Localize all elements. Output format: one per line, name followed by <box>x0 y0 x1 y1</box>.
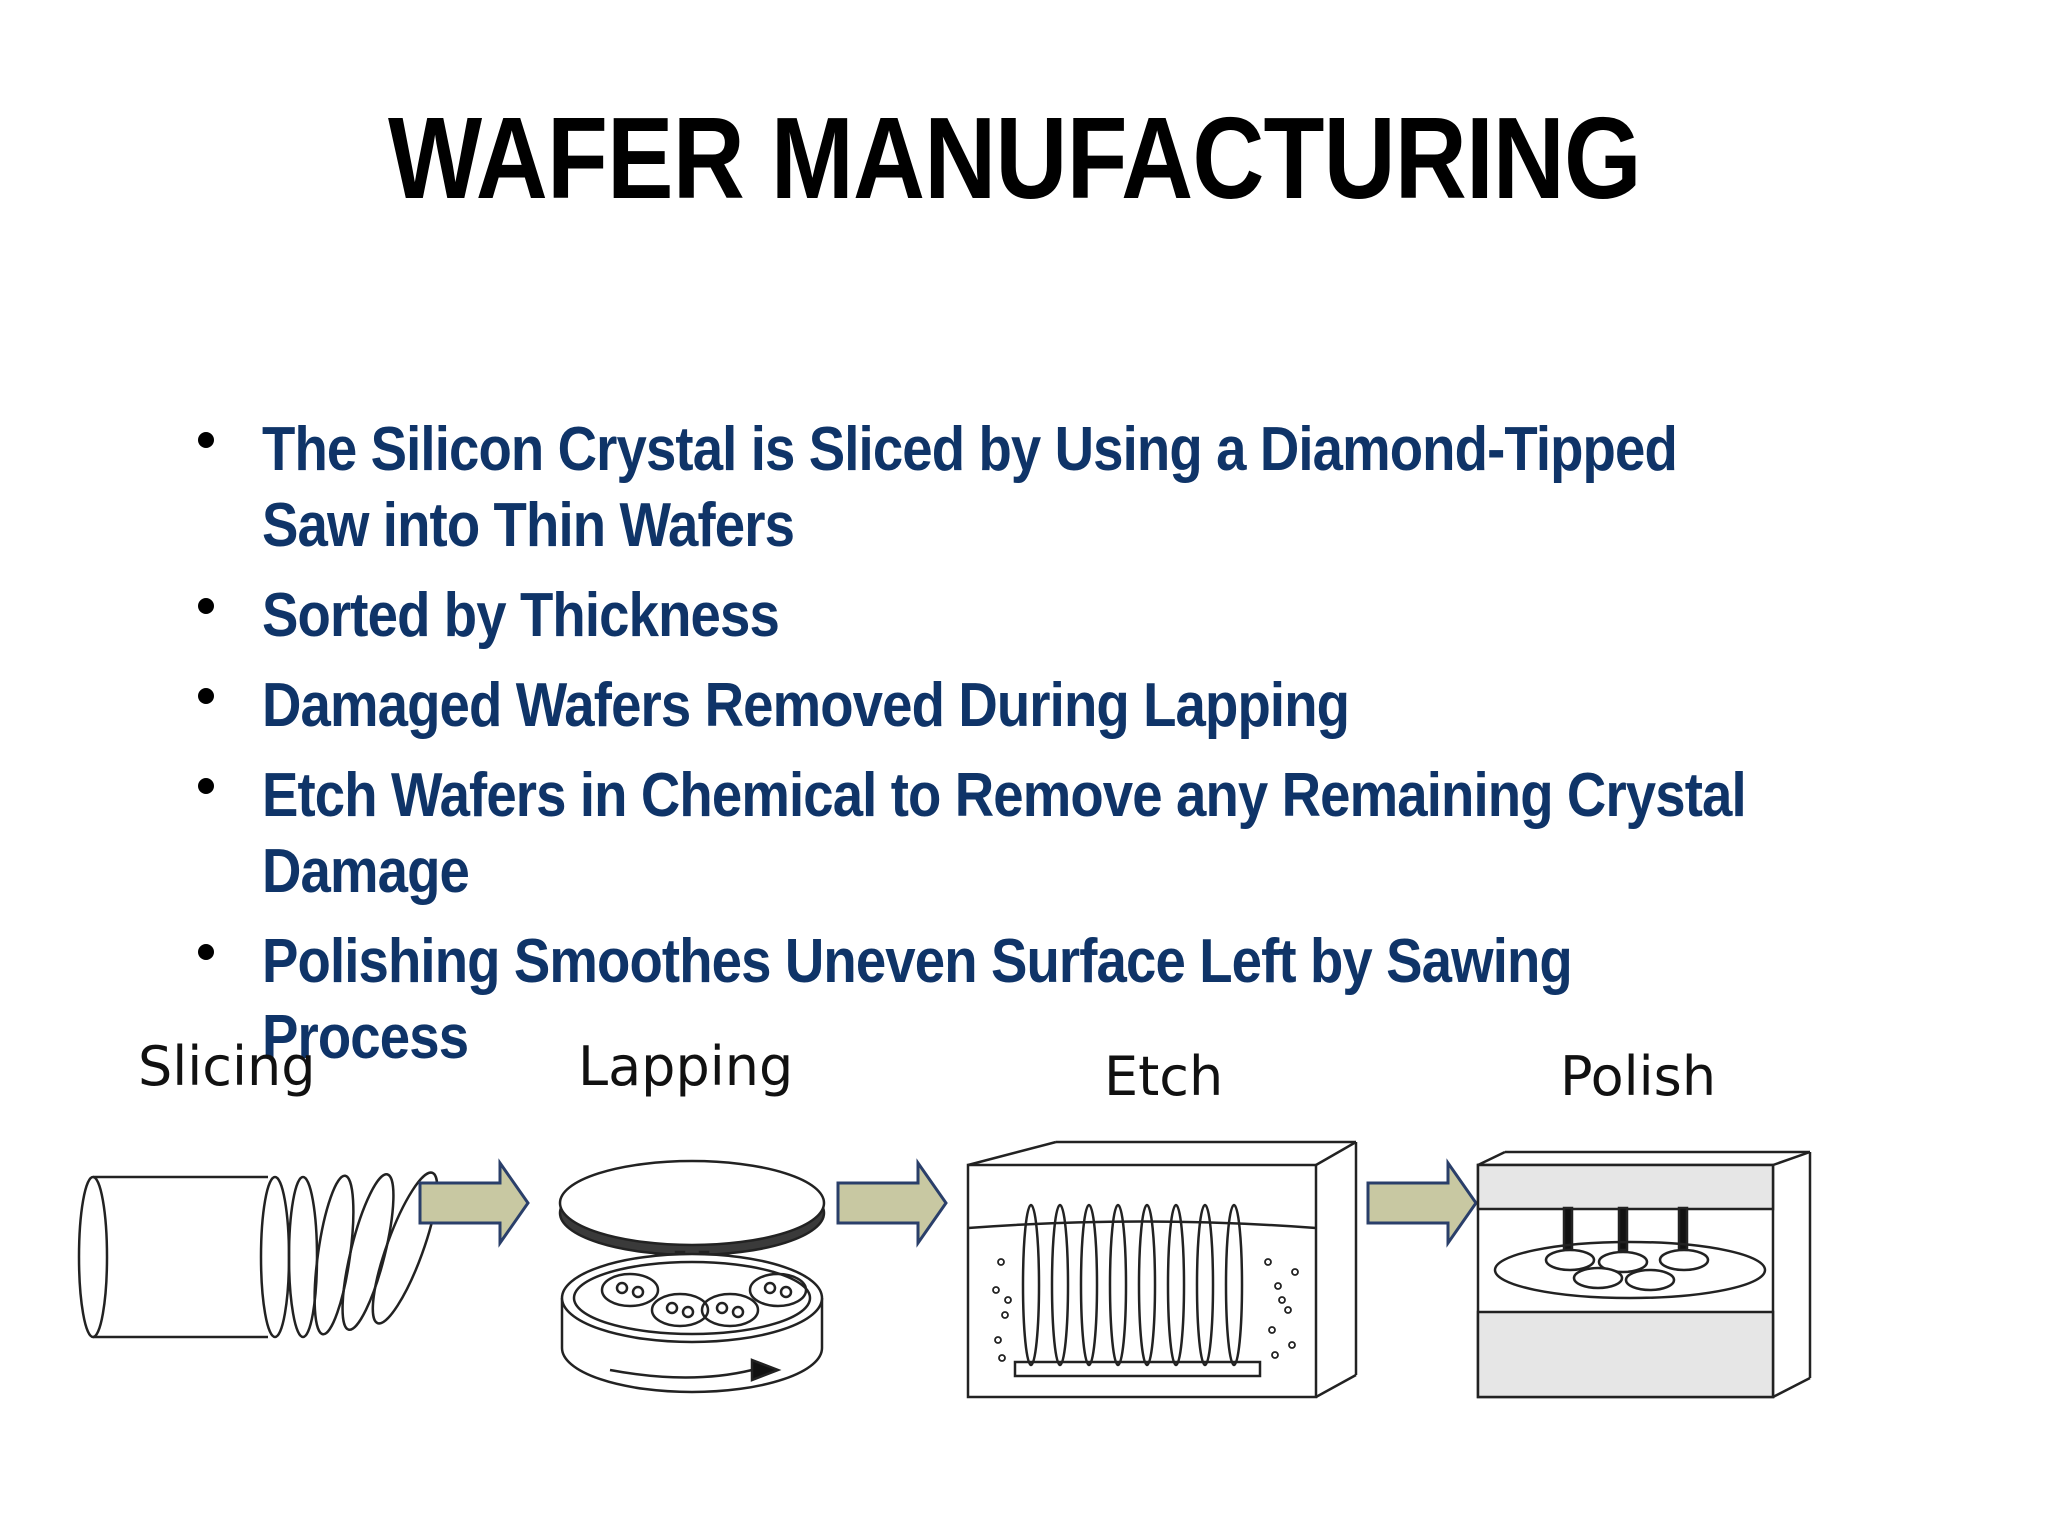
bullet-icon <box>198 598 214 614</box>
bullet-text: Etch Wafers in Chemical to Remove any Re… <box>262 761 1747 906</box>
step-label-etch: Etch <box>1104 1045 1224 1108</box>
step-label-lapping: Lapping <box>578 1035 794 1098</box>
polish-illustration <box>1476 1150 1812 1399</box>
bullet-icon <box>198 944 214 960</box>
slicing-illustration <box>77 1171 439 1339</box>
bullet-icon <box>198 778 214 794</box>
bullet-icon <box>198 688 214 704</box>
bullet-text: Sorted by Thickness <box>262 581 780 650</box>
list-item: Sorted by Thickness <box>196 578 1996 654</box>
arrow-icon <box>836 1158 948 1248</box>
bullet-icon <box>198 432 214 448</box>
list-item: Polishing Smoothes Uneven Surface Left b… <box>196 924 1996 1076</box>
bullet-text: Polishing Smoothes Uneven Surface Left b… <box>262 927 1573 1072</box>
arrow-icon <box>1366 1158 1478 1248</box>
process-diagram <box>77 1140 1812 1399</box>
list-item: The Silicon Crystal is Sliced by Using a… <box>196 412 1996 564</box>
step-label-polish: Polish <box>1560 1045 1717 1108</box>
step-label-slicing: Slicing <box>138 1035 316 1098</box>
page-title: WAFER MANUFACTURING <box>388 93 1642 223</box>
list-item: Damaged Wafers Removed During Lapping <box>196 668 1996 744</box>
arrow-icon <box>418 1158 530 1248</box>
bullet-text: The Silicon Crystal is Sliced by Using a… <box>262 415 1678 560</box>
lapping-illustration <box>558 1159 826 1394</box>
bullet-list: The Silicon Crystal is Sliced by Using a… <box>196 412 1996 1090</box>
bullet-text: Damaged Wafers Removed During Lapping <box>262 671 1350 740</box>
etch-illustration <box>966 1140 1358 1399</box>
list-item: Etch Wafers in Chemical to Remove any Re… <box>196 758 1996 910</box>
